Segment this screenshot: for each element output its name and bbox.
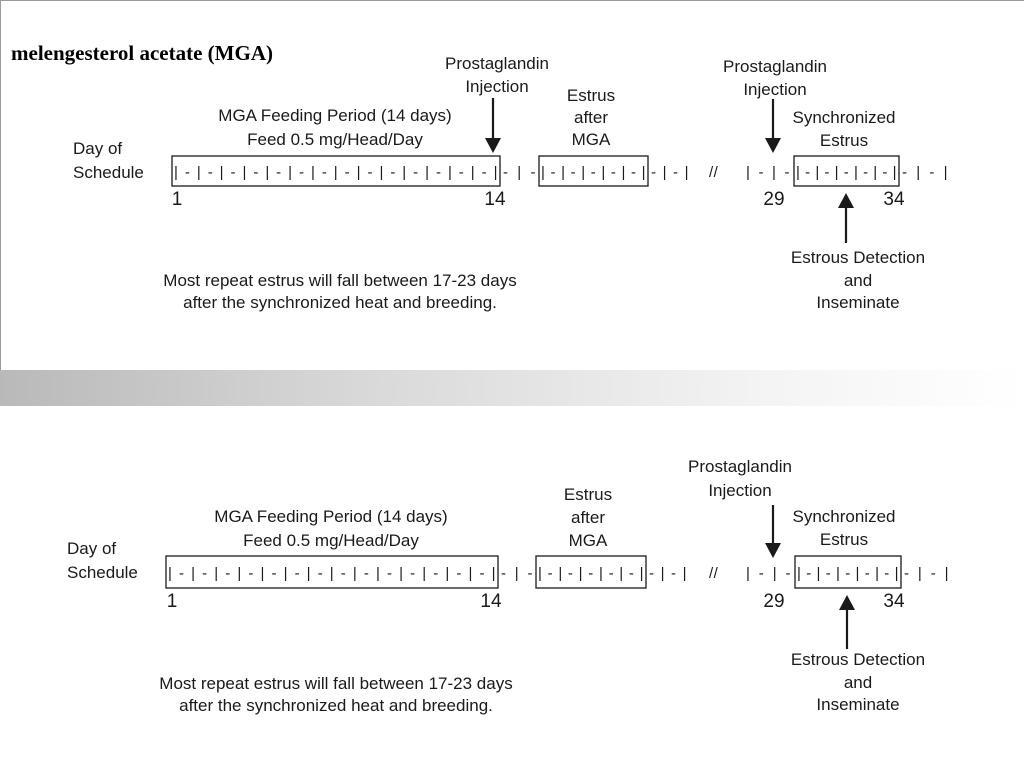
estrous-detection-line3: Inseminate (816, 293, 899, 312)
estrous-detection-line1: Estrous Detection (791, 650, 925, 669)
ruler-gap-2: -|-| (651, 164, 689, 181)
estrous-detection-arrowhead (839, 595, 855, 610)
ruler-pre-sync: |-|- (746, 565, 791, 582)
estrous-detection-arrowhead (838, 193, 854, 208)
estrous-detection-line2: and (844, 673, 872, 692)
ruler-feeding-days: |-|-|-|-|-|-|-|-|-|-|-|-|-|-| (174, 164, 498, 181)
day-number-1: 1 (167, 591, 178, 612)
estrus-after-mga-box (538, 155, 649, 187)
prostaglandin-injection-2-title: Prostaglandin (723, 57, 827, 76)
estrus-after-mga-line3: MGA (569, 531, 608, 550)
day-number-29: 29 (763, 189, 784, 210)
feeding-period-title: MGA Feeding Period (14 days) (218, 106, 451, 125)
ruler-gap-2: -|-| (649, 565, 687, 582)
ruler-feeding-days: |-|-|-|-|-|-|-|-|-|-|-|-|-|-| (168, 565, 496, 582)
slide-bottom: Day of Schedule MGA Feeding Period (14 d… (0, 406, 1024, 768)
day-number-34: 34 (883, 591, 905, 612)
ruler-estrus-days: |-|-|-|-|-| (538, 565, 644, 582)
synchronized-estrus-box (794, 555, 902, 589)
repeat-estrus-note-line2: after the synchronized heat and breeding… (179, 696, 493, 715)
prostaglandin-2-arrowhead (765, 138, 781, 153)
estrous-detection-line3: Inseminate (816, 695, 899, 714)
ruler-estrus-days: |-|-|-|-|-| (541, 164, 646, 181)
feeding-dose-label: Feed 0.5 mg/Head/Day (243, 531, 419, 550)
ruler-time-break: // (709, 565, 719, 582)
ruler-sync-days: |-|-|-|-|-| (797, 565, 899, 582)
estrous-detection-line2: and (844, 271, 872, 290)
estrous-detection-line1: Estrous Detection (791, 248, 925, 267)
day-of-label: Day of (67, 539, 116, 558)
day-number-1: 1 (172, 189, 183, 210)
feeding-period-box (171, 155, 501, 187)
day-number-14: 14 (480, 591, 502, 612)
repeat-estrus-note-line1: Most repeat estrus will fall between 17-… (159, 674, 512, 693)
mga-schedule-diagram-bottom: Day of Schedule MGA Feeding Period (14 d… (67, 457, 949, 715)
ruler-gap-1: -|- (501, 565, 533, 582)
day-number-14: 14 (484, 189, 506, 210)
feeding-period-title: MGA Feeding Period (14 days) (214, 507, 447, 526)
repeat-estrus-note-line2: after the synchronized heat and breeding… (183, 293, 497, 312)
synchronized-estrus-line1: Synchronized (792, 507, 895, 526)
prostaglandin-injection-subtitle: Injection (708, 481, 771, 500)
ruler-sync-days: |-|-|-|-|-| (796, 164, 897, 181)
mga-schedule-diagram-top: Day of Schedule MGA Feeding Period (14 d… (73, 54, 948, 312)
ruler-time-break: // (709, 164, 719, 181)
ruler-post-sync: -|-| (902, 164, 948, 181)
prostaglandin-1-arrowhead (485, 138, 501, 153)
synchronized-estrus-box (793, 155, 900, 187)
feeding-period-box (165, 555, 499, 589)
repeat-estrus-note-line1: Most repeat estrus will fall between 17-… (163, 271, 516, 290)
estrus-after-mga-line1: Estrus (567, 86, 615, 105)
synchronized-estrus-line2: Estrus (820, 131, 868, 150)
estrus-after-mga-line1: Estrus (564, 485, 612, 504)
estrus-after-mga-line2: after (574, 108, 608, 127)
prostaglandin-injection-title: Prostaglandin (688, 457, 792, 476)
synchronized-estrus-line1: Synchronized (792, 108, 895, 127)
synchronized-estrus-line2: Estrus (820, 530, 868, 549)
prostaglandin-injection-1-subtitle: Injection (465, 77, 528, 96)
slide-divider (0, 370, 1024, 406)
prostaglandin-injection-1-title: Prostaglandin (445, 54, 549, 73)
slide-heading: melengesterol acetate (MGA) (11, 41, 273, 65)
schedule-label: Schedule (67, 563, 138, 582)
prostaglandin-injection-2-subtitle: Injection (743, 80, 806, 99)
ruler-gap-1: -|- (503, 164, 536, 181)
ruler-pre-sync: |-|- (746, 164, 790, 181)
prostaglandin-arrowhead (765, 543, 781, 558)
estrus-after-mga-line2: after (571, 508, 605, 527)
slide-top: melengesterol acetate (MGA) Day of Sched… (0, 0, 1024, 370)
estrus-after-mga-line3: MGA (572, 130, 611, 149)
feeding-dose-label: Feed 0.5 mg/Head/Day (247, 130, 423, 149)
schedule-label: Schedule (73, 163, 144, 182)
day-number-29: 29 (763, 591, 784, 612)
ruler-post-sync: -|-| (904, 565, 949, 582)
day-number-34: 34 (883, 189, 905, 210)
day-of-label: Day of (73, 139, 122, 158)
estrus-after-mga-box (535, 555, 647, 589)
